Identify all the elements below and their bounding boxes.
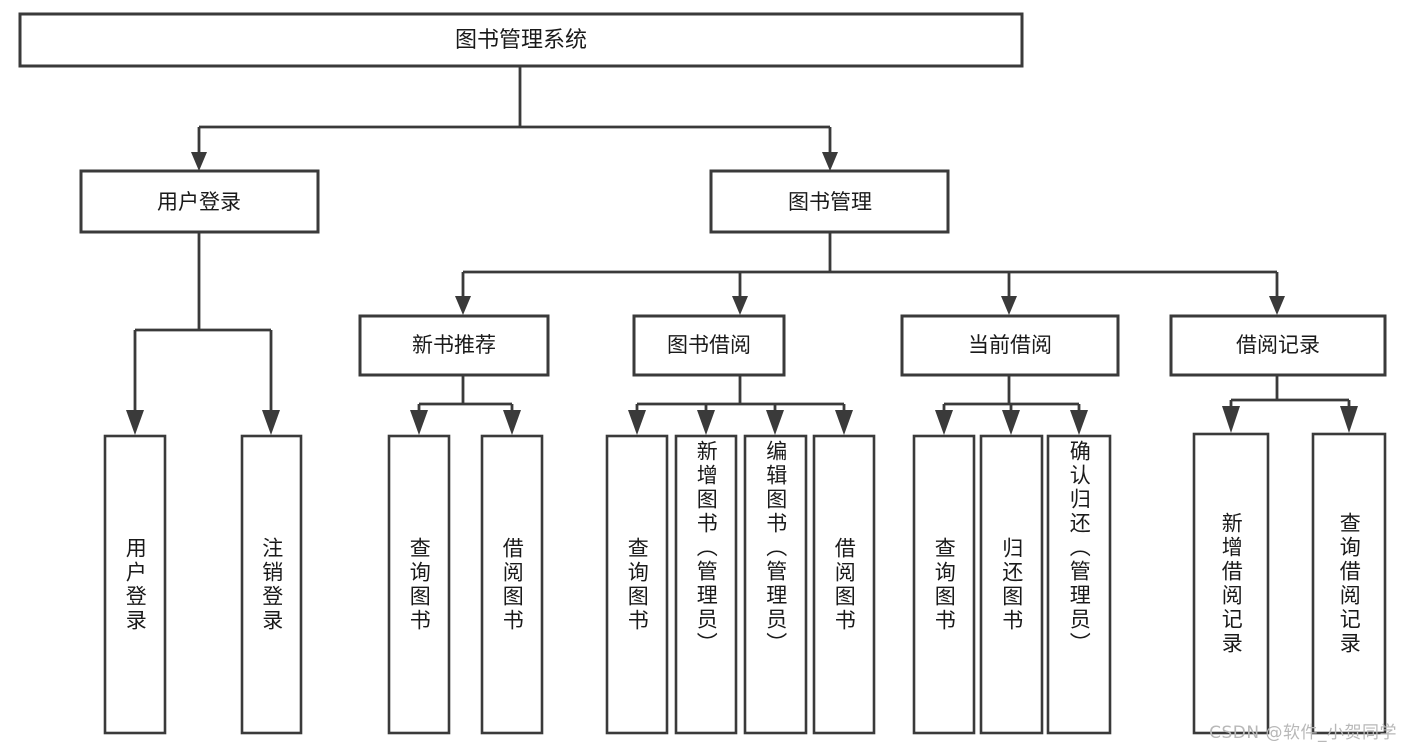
connector-layer xyxy=(126,66,1358,435)
leaf-box-layer xyxy=(103,432,1387,735)
arrow-head-user-login xyxy=(191,152,207,171)
leaf-borrow-book-2-box[interactable] xyxy=(812,434,876,735)
node-book-borrow[interactable]: 图书借阅 xyxy=(632,314,786,377)
arrow-head-leaf-return-book xyxy=(1002,410,1020,435)
arrow-head-leaf-user-login xyxy=(126,410,144,435)
arrow-head-leaf-borrow-book-2 xyxy=(835,410,853,435)
node-user-login-box[interactable] xyxy=(79,169,320,234)
arrow-head-leaf-add-book xyxy=(697,410,715,435)
node-new-book-recommend[interactable]: 新书推荐 xyxy=(358,314,550,377)
leaf-logout-login-box[interactable] xyxy=(240,434,303,735)
leaf-user-login-box[interactable] xyxy=(103,434,167,735)
node-book-manage-box[interactable] xyxy=(709,169,950,234)
arrow-head-leaf-add-record xyxy=(1222,406,1240,433)
arrow-head-book-borrow xyxy=(732,296,748,315)
leaf-query-book-1-box[interactable] xyxy=(387,434,451,735)
arrow-head-leaf-query-book-2 xyxy=(628,410,646,435)
node-borrow-record-label: 借阅记录 xyxy=(1236,333,1320,357)
arrow-head-book-manage xyxy=(822,152,838,171)
leaf-return-book-box[interactable] xyxy=(979,434,1044,735)
arrow-head-leaf-query-book-3 xyxy=(935,410,953,435)
node-root-label: 图书管理系统 xyxy=(455,28,587,53)
leaf-borrow-book-1-box[interactable] xyxy=(480,434,544,735)
leaf-query-record-box[interactable] xyxy=(1311,432,1387,735)
node-new-book-recommend-box[interactable] xyxy=(358,314,550,377)
node-current-borrow[interactable]: 当前借阅 xyxy=(900,314,1120,377)
leaf-add-book-box[interactable] xyxy=(674,434,738,735)
node-borrow-record[interactable]: 借阅记录 xyxy=(1169,314,1387,377)
arrow-head-leaf-logout-login xyxy=(262,410,280,435)
node-current-borrow-box[interactable] xyxy=(900,314,1120,377)
node-book-borrow-box[interactable] xyxy=(632,314,786,377)
node-root-box[interactable] xyxy=(18,12,1024,68)
arrow-head-new-book-recommend xyxy=(455,296,471,315)
node-user-login[interactable]: 用户登录 xyxy=(79,169,320,234)
arrow-head-leaf-confirm-return xyxy=(1070,410,1088,435)
leaf-confirm-return-box[interactable] xyxy=(1046,434,1112,735)
leaf-edit-book-box[interactable] xyxy=(743,434,808,735)
node-current-borrow-label: 当前借阅 xyxy=(968,333,1052,357)
arrow-head-current-borrow xyxy=(1001,296,1017,315)
node-root[interactable]: 图书管理系统 xyxy=(18,12,1024,68)
leaf-query-book-3-box[interactable] xyxy=(912,434,976,735)
arrow-head-leaf-borrow-book-1 xyxy=(503,410,521,435)
leaf-add-record-box[interactable] xyxy=(1192,432,1270,735)
node-book-borrow-label: 图书借阅 xyxy=(667,333,751,357)
node-borrow-record-box[interactable] xyxy=(1169,314,1387,377)
node-user-login-label: 用户登录 xyxy=(157,190,241,214)
leaf-query-book-2-box[interactable] xyxy=(605,434,669,735)
arrow-head-leaf-query-record xyxy=(1340,406,1358,433)
node-book-manage-label: 图书管理 xyxy=(788,190,872,214)
arrow-head-leaf-query-book-1 xyxy=(410,410,428,435)
arrow-head-borrow-record xyxy=(1269,296,1285,315)
arrow-head-leaf-edit-book xyxy=(766,410,784,435)
node-book-manage[interactable]: 图书管理 xyxy=(709,169,950,234)
node-new-book-recommend-label: 新书推荐 xyxy=(412,333,496,357)
